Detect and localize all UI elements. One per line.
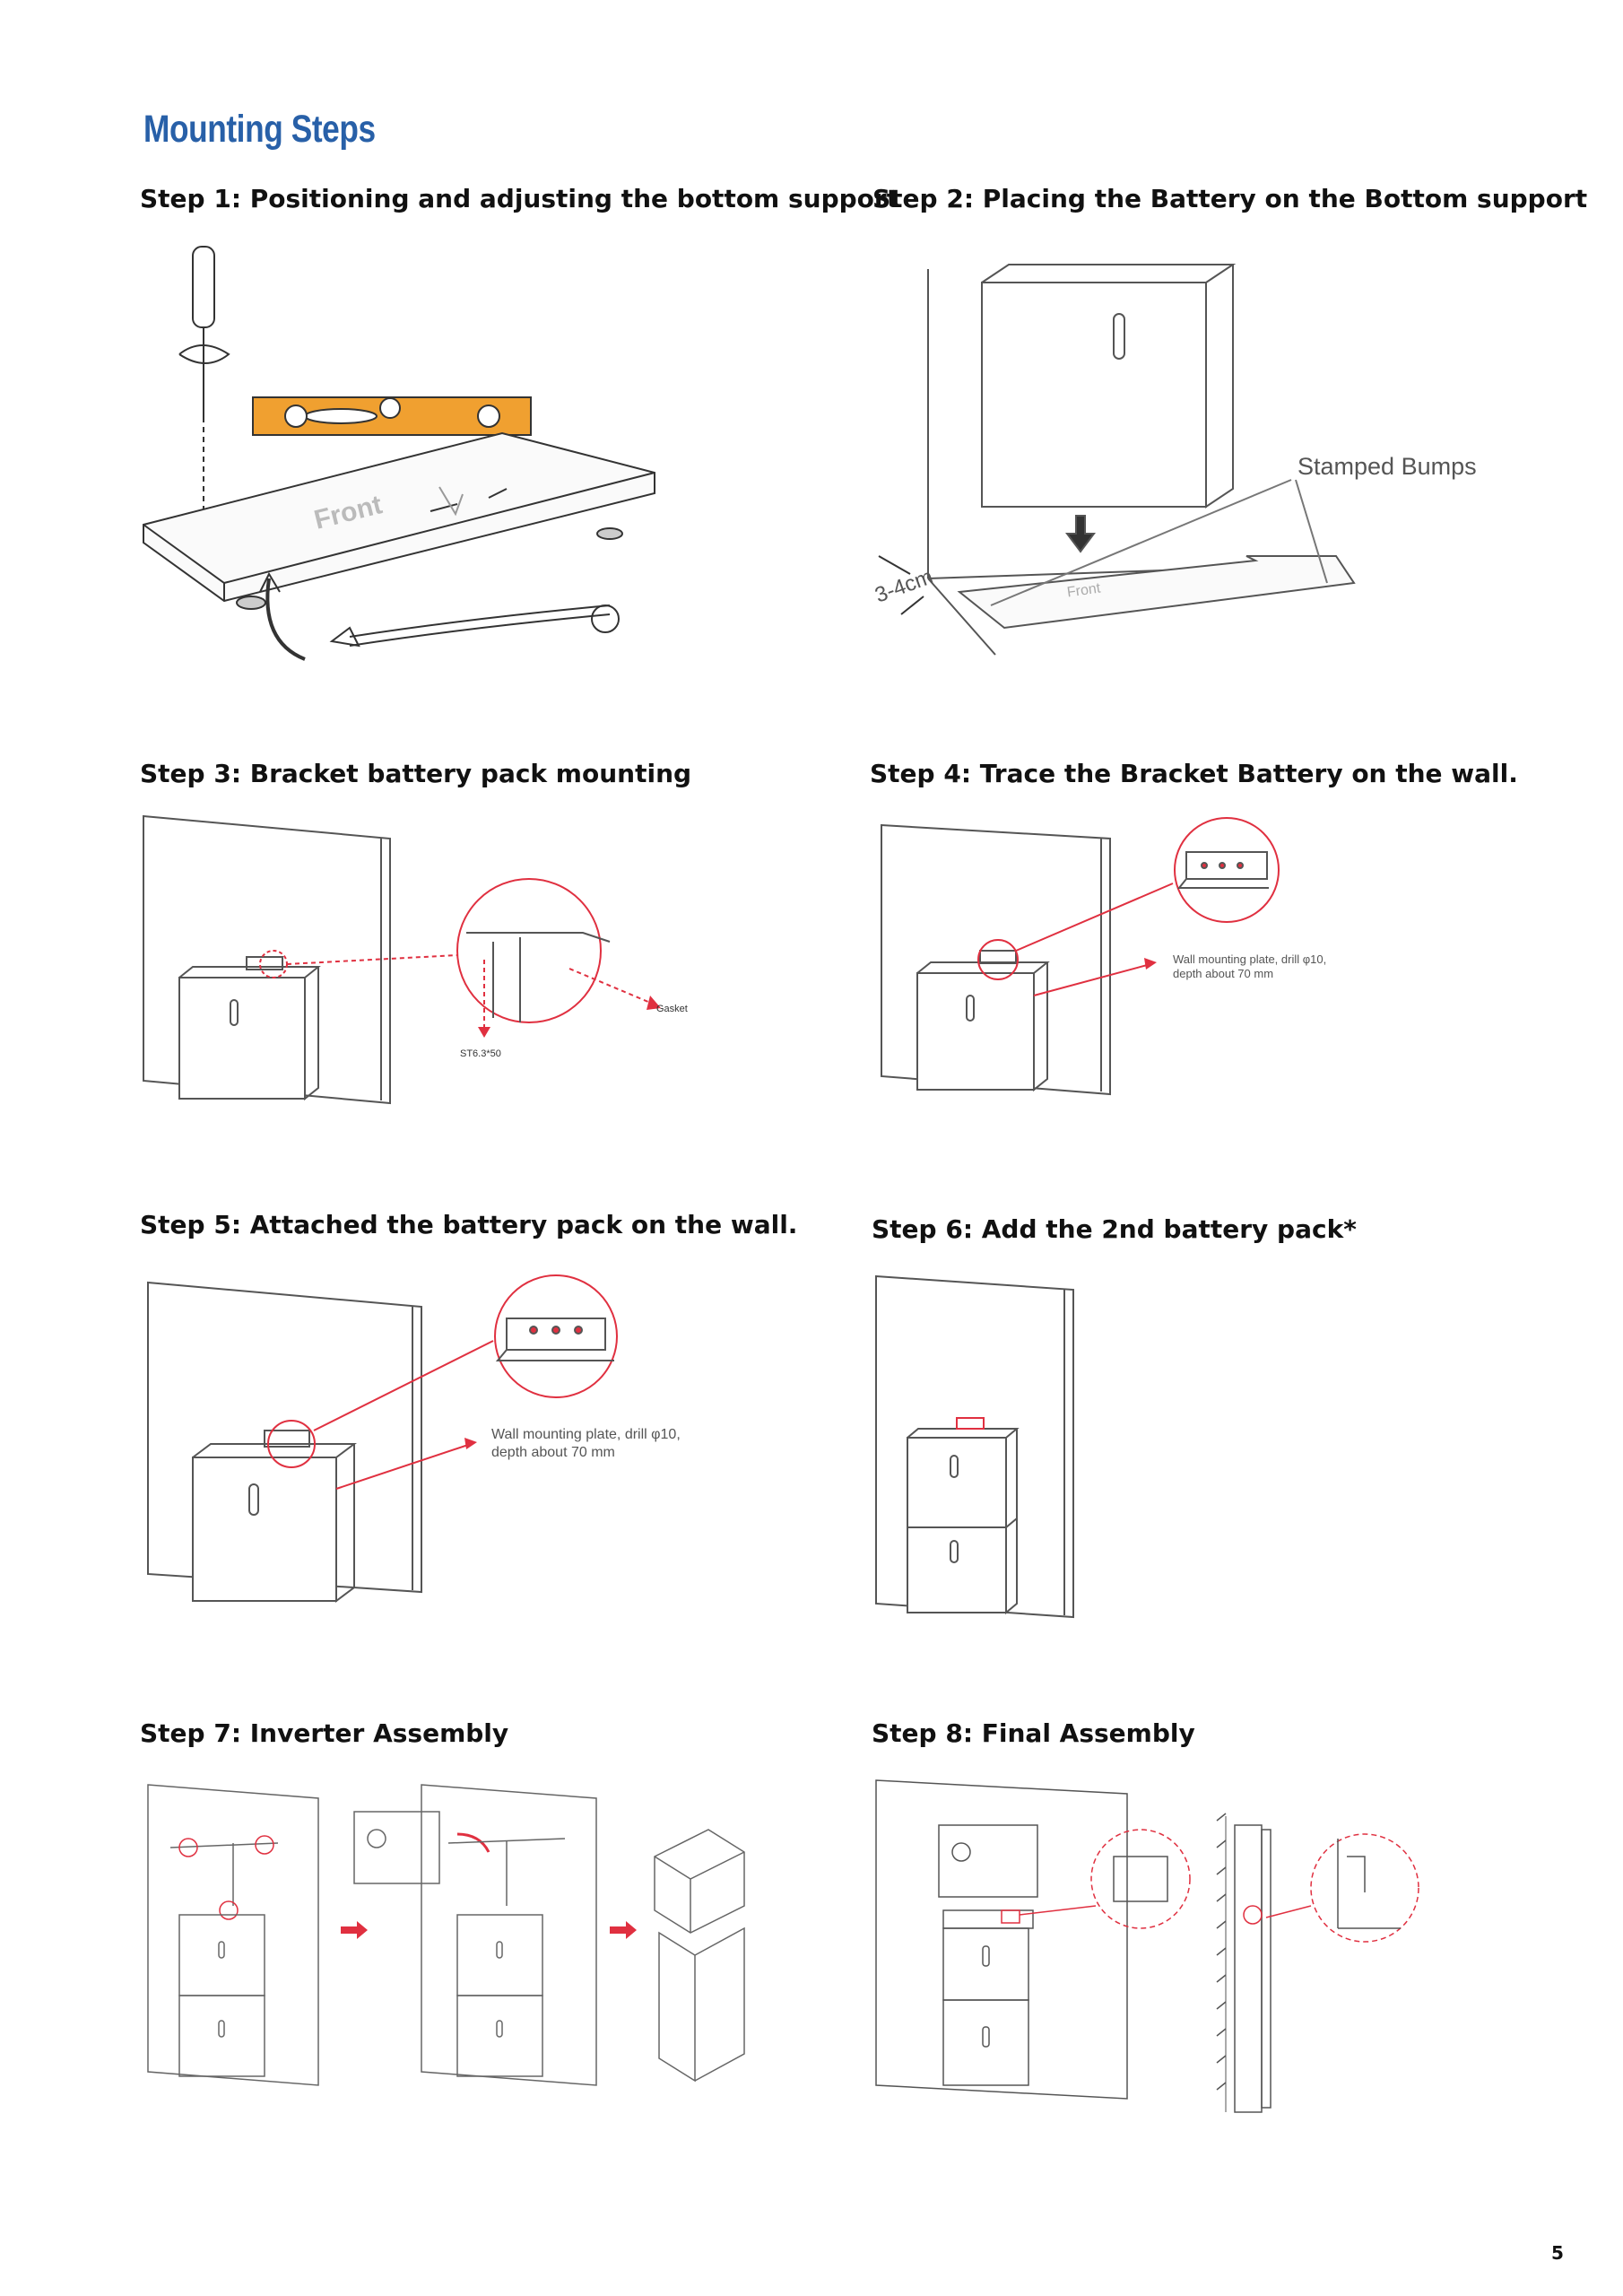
step-5-illustration: Wall mounting plate, drill φ10, depth abo… [143, 1274, 717, 1610]
step-8-heading: Step 8: Final Assembly [872, 1718, 1195, 1748]
step-5-heading: Step 5: Attached the battery pack on the… [140, 1210, 798, 1239]
step-6-heading: Step 6: Add the 2nd battery pack* [872, 1214, 1357, 1244]
step-4-illustration: Wall mounting plate, drill φ10,depth abo… [877, 816, 1379, 1112]
step-3-heading: Step 3: Bracket battery pack mounting [140, 759, 692, 788]
wrench-icon [329, 604, 620, 648]
drill-note: Wall mounting plate, drill φ10, depth abo… [491, 1426, 681, 1462]
step-4-heading: Step 4: Trace the Bracket Battery on the… [870, 759, 1518, 788]
stamped-bumps-label: Stamped Bumps [1298, 453, 1477, 480]
arrow-icon [610, 1921, 637, 1939]
step-2-heading: Step 2: Placing the Battery on the Botto… [872, 184, 1588, 213]
bottom-support-plate [143, 431, 655, 603]
battery-pack [916, 950, 1050, 1092]
battery-pack [192, 1430, 357, 1603]
step-7-heading: Step 7: Inverter Assembly [140, 1718, 509, 1748]
step-6-illustration [872, 1272, 1087, 1622]
screwdriver-icon [178, 246, 230, 417]
page-title: Mounting Steps [143, 108, 376, 151]
step-3-illustration: Gasket ST6.3*50 [139, 812, 713, 1117]
step-2-illustration: Stamped Bumps 3-4cm Front [870, 260, 1533, 664]
step-8-illustration [872, 1776, 1445, 2126]
drill-note: Wall mounting plate, drill φ10,depth abo… [1173, 952, 1326, 981]
screw-label: ST6.3*50 [460, 1048, 501, 1059]
step-1-heading: Step 1: Positioning and adjusting the bo… [140, 184, 899, 213]
battery-pack [178, 956, 321, 1101]
page-number: 5 [1551, 2242, 1564, 2264]
step-7-illustration [143, 1780, 816, 2103]
arrow-icon [341, 1921, 368, 1939]
battery-pack [981, 264, 1237, 509]
drill-note-line-2: depth about 70 mm [1173, 967, 1274, 980]
drill-note-line-2: depth about 70 mm [491, 1445, 615, 1460]
drill-note-line-1: Wall mounting plate, drill φ10, [491, 1427, 681, 1442]
battery-pack-lower [907, 1518, 1018, 1615]
battery-pack-upper [907, 1428, 1020, 1530]
gasket-label: Gasket [656, 1004, 688, 1014]
step-1-illustration: Front [135, 238, 690, 686]
spirit-level-icon [252, 396, 532, 436]
drill-note-line-1: Wall mounting plate, drill φ10, [1173, 952, 1327, 966]
